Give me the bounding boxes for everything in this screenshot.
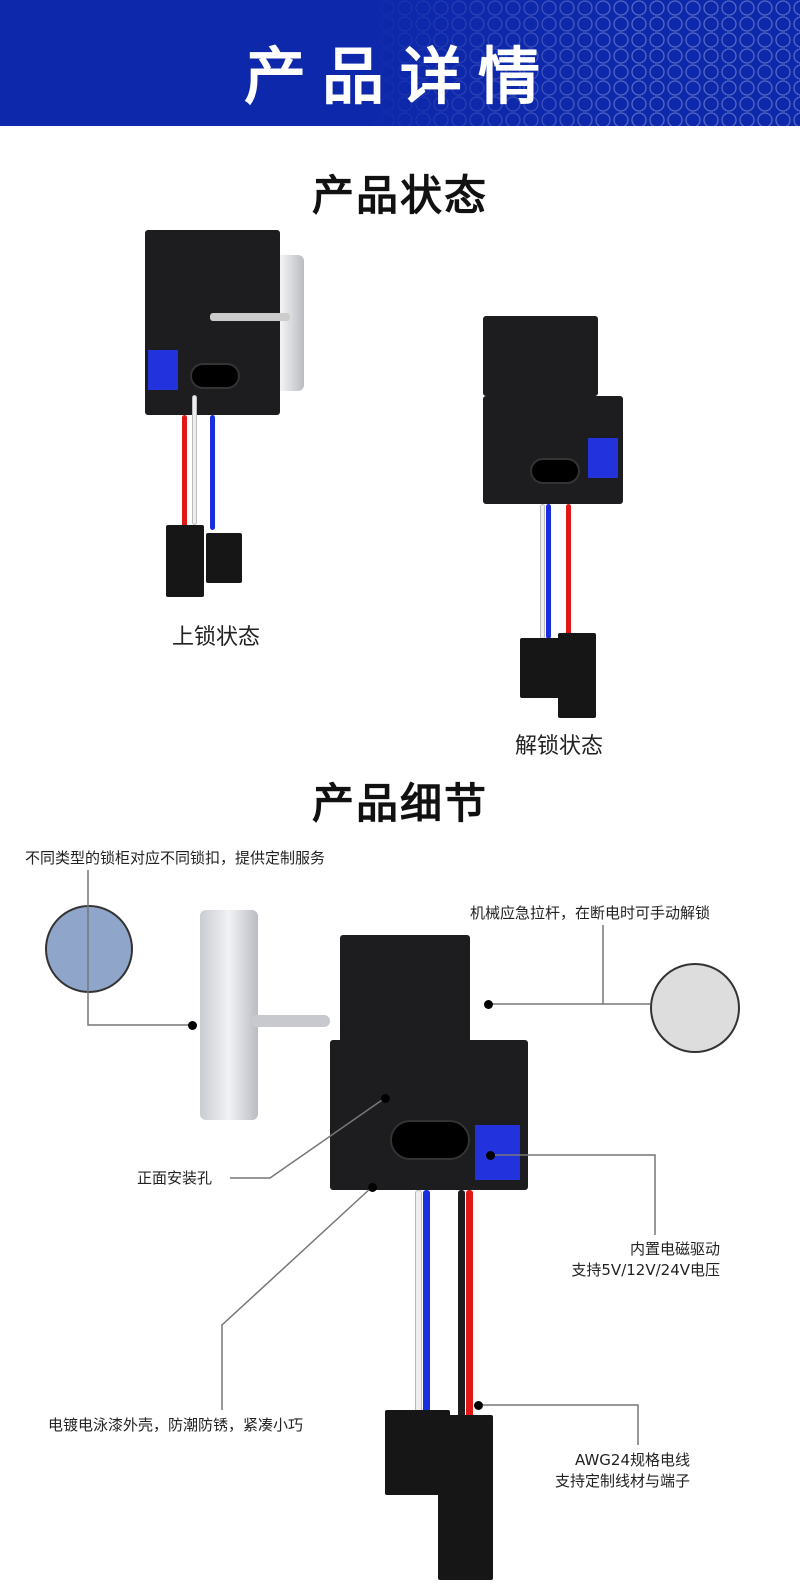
strike-dot — [188, 1021, 197, 1030]
section-title-status: 产品状态 — [311, 171, 488, 220]
note-wire-line2: 支持定制线材与端子 — [554, 1472, 690, 1490]
note-strike: 不同类型的锁柜对应不同锁扣，提供定制服务 — [25, 849, 326, 867]
locked-label: 上锁状态 — [172, 625, 261, 650]
note-lever: 机械应急拉杆，在断电时可手动解锁 — [470, 904, 711, 922]
locked-product-image — [140, 225, 310, 605]
detail-product-image — [190, 905, 550, 1585]
note-coil-line2: 支持5V/12V/24V电压 — [571, 1261, 720, 1279]
unlocked-product-image — [480, 308, 630, 728]
note-mount: 正面安装孔 — [137, 1169, 213, 1187]
note-coil-line1: 内置电磁驱动 — [629, 1240, 720, 1258]
header-banner: 产品详情 — [0, 0, 800, 126]
banner-title: 产品详情 — [243, 40, 556, 113]
wire-dot — [474, 1401, 483, 1410]
note-wire-line1: AWG24规格电线 — [575, 1451, 690, 1469]
section-title-detail: 产品细节 — [311, 779, 488, 828]
note-wire: AWG24规格电线 支持定制线材与端子 — [510, 1450, 690, 1492]
lever-closeup — [650, 963, 740, 1053]
shell-dot — [368, 1183, 377, 1192]
unlocked-label: 解锁状态 — [515, 734, 604, 759]
strike-closeup — [45, 905, 133, 993]
note-coil: 内置电磁驱动 支持5V/12V/24V电压 — [540, 1239, 720, 1281]
hex-pattern — [360, 0, 800, 126]
coil-dot — [486, 1151, 495, 1160]
lever-dot — [484, 1000, 493, 1009]
mount-dot — [381, 1094, 390, 1103]
note-shell: 电镀电泳漆外壳，防潮防锈，紧凑小巧 — [48, 1416, 304, 1434]
